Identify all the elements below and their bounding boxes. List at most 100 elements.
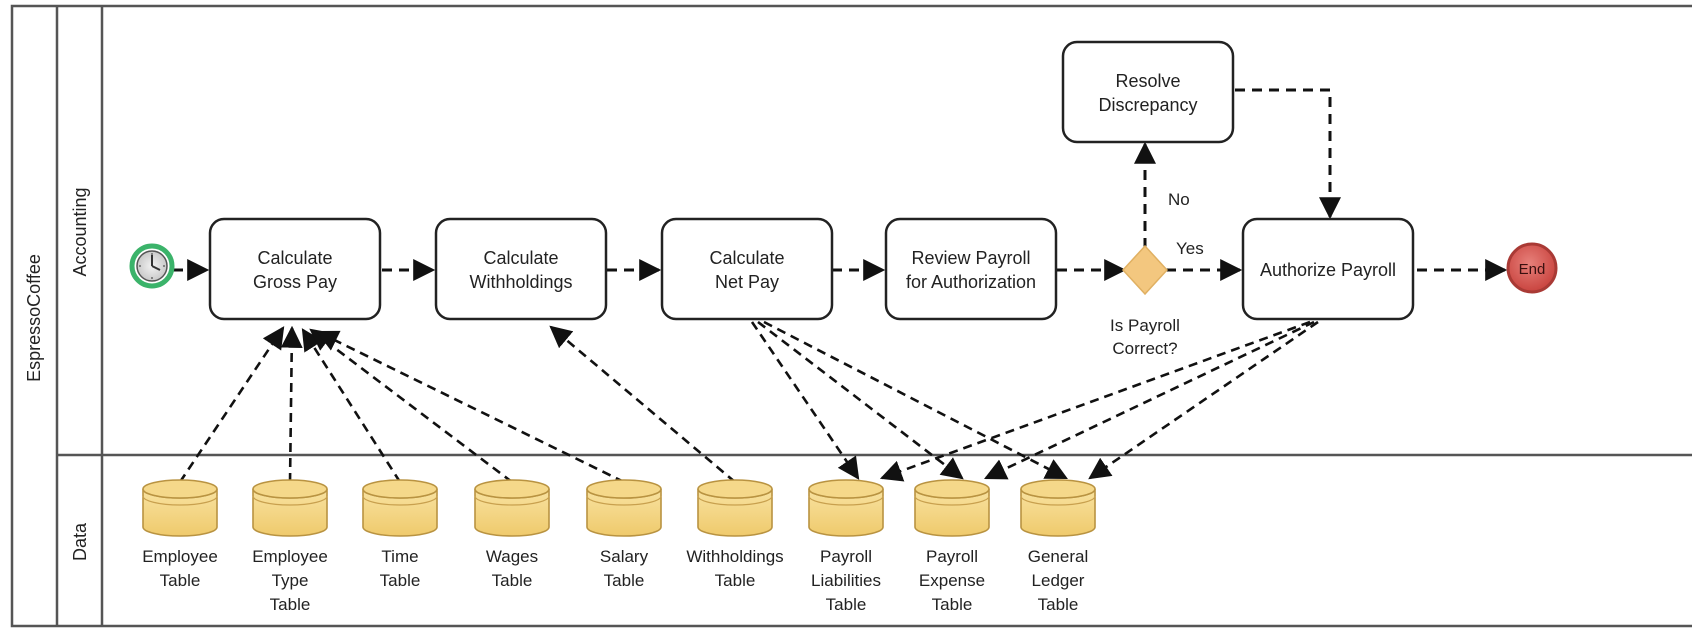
data-store-label-line: Table xyxy=(380,571,421,590)
task-box xyxy=(1241,217,1415,321)
end-event-label: End xyxy=(1519,261,1546,278)
sequence-flows xyxy=(173,88,1508,281)
data-store-label-line: Table xyxy=(492,571,533,590)
task-box xyxy=(434,217,608,321)
database-top xyxy=(474,479,550,499)
task-calculate-withholdings[interactable]: Calculate Withholdings xyxy=(434,217,608,321)
task-label-line: for Authorization xyxy=(906,272,1036,292)
database-band xyxy=(808,495,884,506)
assoc-authorize-to-expense xyxy=(984,320,1315,480)
task-calculate-net-pay[interactable]: Calculate Net Pay xyxy=(660,217,834,321)
task-box xyxy=(884,217,1058,321)
task-box xyxy=(208,217,382,321)
task-label-line: Calculate xyxy=(483,248,558,268)
assoc-time-to-gross xyxy=(301,328,402,483)
pool: EspressoCoffee Accounting Data xyxy=(10,4,1692,628)
end-event-circle xyxy=(1506,242,1558,294)
data-stores: EmployeeTableEmployeeTypeTableTimeTableW… xyxy=(142,479,1096,614)
database-band xyxy=(142,495,218,506)
task-label-line: Gross Pay xyxy=(253,272,337,292)
gateway-is-payroll-correct[interactable]: Is Payroll Correct? No Yes xyxy=(1110,190,1204,358)
gateway-label-line: Correct? xyxy=(1112,339,1177,358)
start-event[interactable] xyxy=(129,243,175,289)
database-top xyxy=(362,479,438,499)
assoc-net-to-liabilities xyxy=(750,321,860,480)
start-event-ring xyxy=(129,243,175,289)
database-band xyxy=(586,495,662,506)
task-label-line: Calculate xyxy=(709,248,784,268)
database-band xyxy=(914,495,990,506)
assoc-employee-type-to-gross xyxy=(280,325,303,483)
assoc-authorize-to-ledger xyxy=(1088,320,1319,480)
data-store-label-line: Ledger xyxy=(1032,571,1085,590)
data-store-label-line: Table xyxy=(1038,595,1079,614)
data-store-label-line: Table xyxy=(932,595,973,614)
gateway-no-label: No xyxy=(1168,190,1190,209)
task-calculate-gross-pay[interactable]: Calculate Gross Pay xyxy=(208,217,382,321)
data-store-label-line: Withholdings xyxy=(686,547,783,566)
task-label-line: Withholdings xyxy=(469,272,572,292)
database-top xyxy=(808,479,884,499)
clock-icon xyxy=(136,250,168,282)
task-box xyxy=(660,217,834,321)
assoc-authorize-to-liabilities xyxy=(879,320,1311,482)
data-store-label-line: Payroll xyxy=(820,547,872,566)
database-top xyxy=(1020,479,1096,499)
task-label-line: Net Pay xyxy=(715,272,779,292)
pool-label: EspressoCoffee xyxy=(24,254,44,382)
data-store-label-line: Employee xyxy=(142,547,218,566)
task-authorize-payroll[interactable]: Authorize Payroll xyxy=(1241,217,1415,321)
task-box xyxy=(1061,40,1235,144)
task-label-line: Calculate xyxy=(257,248,332,268)
database-band xyxy=(362,495,438,506)
assoc-salary-to-gross xyxy=(316,330,625,484)
data-store-label-line: Type xyxy=(272,571,309,590)
data-store-label-line: General xyxy=(1028,547,1088,566)
gateway-diamond xyxy=(1121,244,1169,296)
database-top xyxy=(914,479,990,499)
assoc-withholdings-table-to-withholdings xyxy=(549,325,736,483)
task-review-payroll[interactable]: Review Payroll for Authorization xyxy=(884,217,1058,321)
data-associations xyxy=(178,320,1319,484)
data-store-label-line: Time xyxy=(381,547,418,566)
gateway-yes-label: Yes xyxy=(1176,239,1204,258)
database-band xyxy=(474,495,550,506)
assoc-wages-to-gross xyxy=(309,328,513,484)
task-label-line: Authorize Payroll xyxy=(1260,260,1396,280)
assoc-net-to-ledger xyxy=(763,320,1068,480)
database-top xyxy=(697,479,773,499)
pool-border xyxy=(10,4,1692,628)
lane-label-data: Data xyxy=(70,522,90,561)
data-store-label-line: Liabilities xyxy=(811,571,881,590)
data-store-label-line: Table xyxy=(826,595,867,614)
data-store-label-line: Employee xyxy=(252,547,328,566)
assoc-net-to-expense xyxy=(757,320,964,480)
database-band xyxy=(697,495,773,506)
data-store-label-line: Wages xyxy=(486,547,538,566)
data-store-label-line: Payroll xyxy=(926,547,978,566)
task-resolve-discrepancy[interactable]: Resolve Discrepancy xyxy=(1061,40,1235,144)
database-top xyxy=(142,479,218,499)
data-store-label-line: Expense xyxy=(919,571,985,590)
database-top xyxy=(252,479,328,499)
data-store-label-line: Table xyxy=(160,571,201,590)
end-event[interactable]: End xyxy=(1506,242,1558,294)
lane-label-accounting: Accounting xyxy=(70,187,90,276)
task-label-line: Review Payroll xyxy=(911,248,1030,268)
flow-resolve-to-authorize xyxy=(1235,88,1341,220)
database-band xyxy=(1020,495,1096,506)
data-store-label-line: Table xyxy=(270,595,311,614)
assoc-employee-to-gross xyxy=(178,326,285,483)
task-label-line: Discrepancy xyxy=(1098,95,1197,115)
data-store-label-line: Table xyxy=(604,571,645,590)
